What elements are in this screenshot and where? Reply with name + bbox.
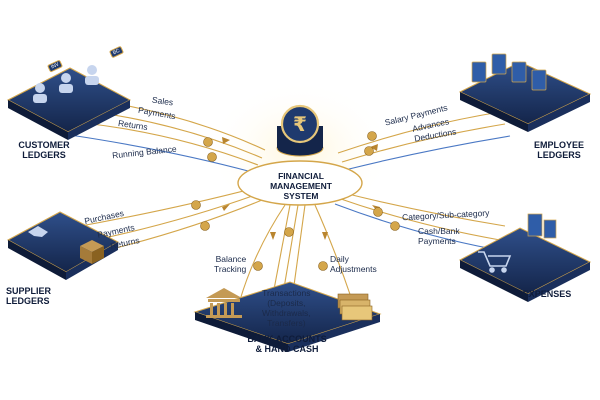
expenses-category-line — [339, 191, 506, 227]
arrowhead — [370, 144, 378, 151]
supplier-purchases-line — [69, 187, 256, 229]
coin-markers — [191, 131, 400, 271]
bank-daily-line — [314, 204, 353, 301]
hub-title: FINANCIAL MANAGEMENT SYSTEM — [270, 171, 332, 201]
flow-transactions: Transactions(Deposits, Withdrawals,Trans… — [262, 288, 311, 328]
customer-returns-line — [91, 123, 259, 166]
customer-platform — [6, 65, 132, 140]
box-icon — [80, 240, 104, 264]
employee-advances-line — [341, 123, 506, 163]
bank-tx-line-1 — [271, 204, 291, 301]
flow-cash-bank: Cash/Bank — [418, 226, 460, 236]
arrowhead — [222, 137, 230, 144]
supplier-connectors — [69, 187, 263, 253]
bank-accounts-title: BANK ACCOUNTS& HAND CASH — [247, 334, 327, 354]
coin-icon — [390, 221, 400, 231]
employee-id-cards-icon — [471, 53, 547, 91]
coin-icon — [373, 207, 383, 217]
customer-payments-line — [94, 111, 263, 159]
coin-icon — [367, 131, 377, 141]
arrowhead — [222, 204, 230, 211]
shopping-cart-icon — [478, 251, 512, 273]
receipt-icon — [527, 213, 557, 239]
supplier-payments-line — [94, 193, 259, 241]
bank-building-icon — [206, 288, 242, 318]
expenses-title: EXPENSES — [522, 289, 572, 299]
employee-salary-line — [337, 111, 501, 154]
svg-text:₹: ₹ — [293, 112, 307, 136]
coin-icon — [203, 137, 213, 147]
employee-deductions-line — [344, 135, 511, 171]
expenses-cashbank-line — [337, 197, 501, 241]
customer-people-icon — [33, 65, 99, 103]
coin-icon — [191, 200, 201, 210]
coin-icon — [207, 152, 217, 162]
customer-balance-line — [69, 134, 253, 173]
rupee-coin-icon: ₹ — [276, 104, 324, 157]
coin-icon — [253, 261, 263, 271]
arrowhead — [322, 232, 328, 240]
handshake-icon — [28, 226, 48, 237]
coin-icon — [318, 261, 328, 271]
supplier-platform — [6, 211, 120, 280]
bank-balance-line — [239, 204, 286, 301]
employee-platform — [458, 53, 592, 132]
coin-icon — [200, 221, 210, 231]
cash-stack-icon — [337, 293, 373, 321]
hub-ring — [237, 160, 363, 206]
employee-connectors — [337, 111, 511, 171]
coin-icon — [364, 146, 374, 156]
coin-icon — [284, 227, 294, 237]
flow-expense-payments: Payments — [418, 236, 456, 246]
bank-platform — [193, 281, 382, 352]
supplier-returns-line — [99, 199, 263, 253]
expenses-platform — [458, 213, 592, 302]
arrowhead — [270, 232, 276, 240]
